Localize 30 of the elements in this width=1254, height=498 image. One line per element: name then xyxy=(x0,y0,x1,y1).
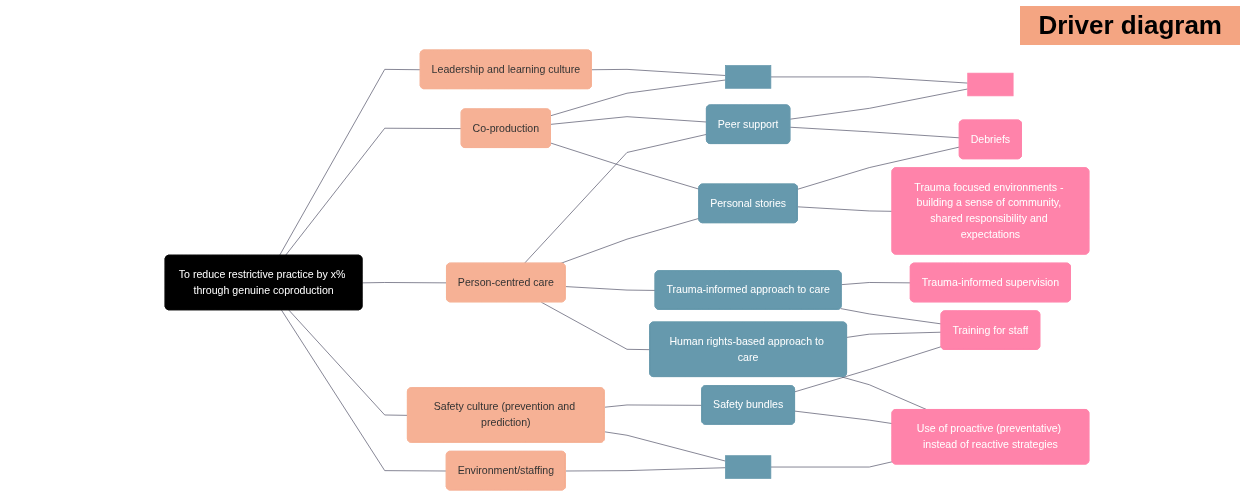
connector xyxy=(565,467,726,472)
connector xyxy=(797,206,893,212)
connector xyxy=(794,410,893,424)
connector xyxy=(288,309,409,416)
connector xyxy=(523,133,708,264)
connector xyxy=(591,69,726,76)
connector xyxy=(540,301,651,351)
connector xyxy=(285,127,462,256)
connector xyxy=(789,88,969,120)
connector xyxy=(604,404,703,408)
connector xyxy=(797,146,961,190)
connector xyxy=(789,126,961,139)
node-box xyxy=(725,455,772,479)
connector xyxy=(279,69,421,256)
connector xyxy=(550,142,700,190)
connector xyxy=(565,286,656,291)
connector xyxy=(846,331,942,338)
connector xyxy=(550,116,708,125)
connector xyxy=(604,431,726,462)
connector xyxy=(770,461,893,468)
connector xyxy=(794,346,942,393)
connector xyxy=(362,282,448,284)
connector xyxy=(840,308,942,325)
connector xyxy=(841,282,912,285)
title-banner: Driver diagram xyxy=(1020,6,1240,45)
connector xyxy=(281,309,448,472)
connector xyxy=(550,79,726,117)
connector xyxy=(770,76,969,84)
node-box xyxy=(725,65,772,89)
node-box xyxy=(967,72,1014,97)
